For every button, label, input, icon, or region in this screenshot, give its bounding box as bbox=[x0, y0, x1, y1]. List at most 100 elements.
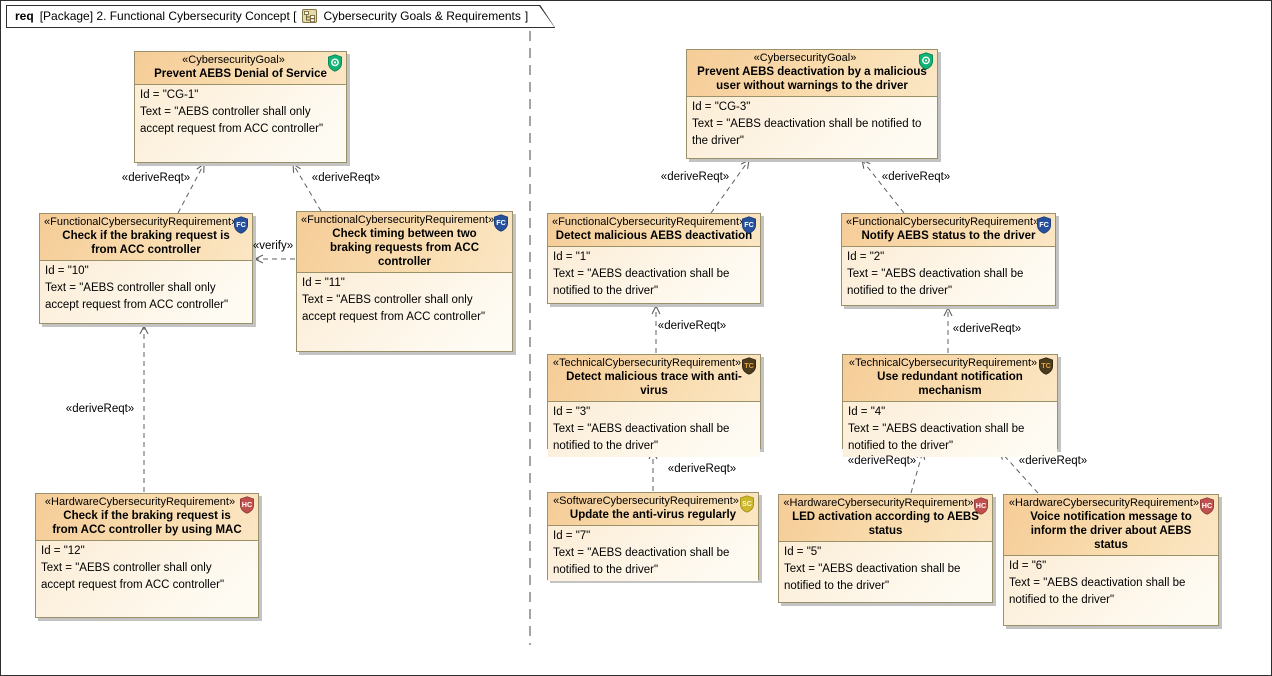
node-title: Detect malicious AEBS deactivation bbox=[555, 230, 753, 242]
node-properties: Id = "12"Text = "AEBS controller shall o… bbox=[36, 540, 258, 617]
node-req-12-check-request-mac[interactable]: «HardwareCybersecurityRequirement» Check … bbox=[35, 493, 259, 618]
edge-label[interactable]: «deriveReqt» bbox=[660, 171, 730, 183]
id-line: Id = "7" bbox=[553, 530, 591, 542]
svg-text:FC: FC bbox=[744, 220, 754, 229]
diagram-icon bbox=[302, 9, 317, 23]
diagram-context-label: [Package] 2. Functional Cybersecurity Co… bbox=[39, 9, 297, 23]
edge-label[interactable]: «deriveReqt» bbox=[667, 463, 737, 475]
node-title: Update the anti-virus regularly bbox=[569, 509, 737, 521]
id-line: Id = "3" bbox=[553, 406, 591, 418]
diagram-kind-label: req bbox=[15, 9, 34, 23]
edge-label[interactable]: «deriveReqt» bbox=[657, 320, 727, 332]
edge-label[interactable]: «deriveReqt» bbox=[1018, 455, 1088, 467]
node-header: «TechnicalCybersecurityRequirement»Detec… bbox=[548, 355, 760, 401]
id-line: Id = "4" bbox=[848, 406, 886, 418]
text-line: Text = "AEBS deactivation shall be notif… bbox=[847, 268, 1024, 297]
stereotype-label: «HardwareCybersecurityRequirement» bbox=[783, 497, 974, 509]
node-req-2-notify-status-to-driver[interactable]: «FunctionalCybersecurityRequirement»Noti… bbox=[841, 213, 1056, 306]
node-title: Prevent AEBS Denial of Service bbox=[154, 68, 327, 80]
node-req-1-detect-malicious-deactivation[interactable]: «FunctionalCybersecurityRequirement»Dete… bbox=[547, 213, 761, 304]
node-header: «FunctionalCybersecurityRequirement»Chec… bbox=[297, 212, 512, 272]
text-line: Text = "AEBS controller shall only accep… bbox=[302, 294, 486, 323]
stereotype-label: «FunctionalCybersecurityRequirement» bbox=[846, 216, 1040, 228]
text-line: Text = "AEBS controller shall only accep… bbox=[140, 106, 324, 135]
node-header: «HardwareCybersecurityRequirement» Check … bbox=[36, 494, 258, 540]
diagram-tab[interactable]: req [Package] 2. Functional Cybersecurit… bbox=[6, 5, 555, 28]
node-header: «CybersecurityGoal»Prevent AEBS deactiva… bbox=[687, 50, 937, 96]
node-req-10-check-request-from-acc[interactable]: «FunctionalCybersecurityRequirement»Chec… bbox=[39, 213, 253, 324]
node-req-4-redundant-notification[interactable]: «TechnicalCybersecurityRequirement»Use r… bbox=[842, 354, 1058, 457]
node-title: LED activation according to AEBS status bbox=[792, 511, 979, 537]
id-line: Id = "11" bbox=[302, 277, 345, 289]
node-properties: Id = "6"Text = "AEBS deactivation shall … bbox=[1004, 555, 1218, 625]
svg-text:SC: SC bbox=[742, 499, 752, 508]
node-req-7-update-antivirus[interactable]: «SoftwareCybersecurityRequirement»Update… bbox=[547, 492, 759, 581]
node-properties: Id = "5"Text = "AEBS deactivation shall … bbox=[779, 541, 992, 602]
edge-deriveReqt[interactable] bbox=[292, 162, 322, 212]
tc-shield-icon: TC bbox=[1038, 357, 1054, 375]
node-title: Check if the braking request is from ACC… bbox=[52, 510, 242, 536]
text-line: Text = "AEBS deactivation shall be notif… bbox=[784, 563, 961, 592]
node-req-3-detect-trace-antivirus[interactable]: «TechnicalCybersecurityRequirement»Detec… bbox=[547, 354, 761, 457]
node-req-11-check-timing[interactable]: «FunctionalCybersecurityRequirement»Chec… bbox=[296, 211, 513, 352]
edge-label[interactable]: «deriveReqt» bbox=[952, 323, 1022, 335]
edge-deriveReqt[interactable] bbox=[177, 162, 205, 214]
node-header: «FunctionalCybersecurityRequirement»Chec… bbox=[40, 214, 252, 260]
stereotype-label: «FunctionalCybersecurityRequirement» bbox=[301, 214, 495, 226]
svg-text:HC: HC bbox=[976, 501, 986, 510]
text-line: Text = "AEBS deactivation shall be notif… bbox=[848, 423, 1025, 452]
svg-text:TC: TC bbox=[1041, 361, 1051, 370]
id-line: Id = "CG-1" bbox=[140, 89, 199, 101]
stereotype-label: «HardwareCybersecurityRequirement» bbox=[44, 496, 236, 508]
text-line: Text = "AEBS deactivation shall be notif… bbox=[553, 423, 730, 452]
node-properties: Id = "CG-3"Text = "AEBS deactivation sha… bbox=[687, 96, 937, 158]
stereotype-label: «CybersecurityGoal» bbox=[182, 54, 285, 66]
node-goal-cg-3[interactable]: «CybersecurityGoal»Prevent AEBS deactiva… bbox=[686, 49, 938, 159]
node-title: Use redundant notification mechanism bbox=[877, 371, 1023, 397]
fc-shield-icon: FC bbox=[493, 214, 509, 232]
diagram-name-label: Cybersecurity Goals & Requirements bbox=[323, 9, 521, 23]
edge-label[interactable]: «deriveReqt» bbox=[847, 455, 917, 467]
hc-shield-icon: HC bbox=[1199, 497, 1215, 515]
hc-shield-icon: HC bbox=[239, 496, 255, 514]
edge-label[interactable]: «deriveReqt» bbox=[121, 172, 191, 184]
goal-shield-icon bbox=[918, 52, 934, 70]
node-header: «TechnicalCybersecurityRequirement»Use r… bbox=[843, 355, 1057, 401]
edge-label[interactable]: «deriveReqt» bbox=[65, 403, 135, 415]
id-line: Id = "2" bbox=[847, 251, 885, 263]
edge-deriveReqt[interactable] bbox=[861, 159, 905, 214]
edge-label[interactable]: «deriveReqt» bbox=[311, 172, 381, 184]
stereotype-label: «HardwareCybersecurityRequirement» bbox=[1008, 497, 1200, 509]
node-properties: Id = "3" Text = "AEBS deactivation shall … bbox=[548, 401, 760, 457]
node-goal-cg-1[interactable]: «CybersecurityGoal» Prevent AEBS Denial o… bbox=[134, 51, 347, 163]
node-properties: Id = "4" Text = "AEBS deactivation shall … bbox=[843, 401, 1057, 457]
edge-label[interactable]: «deriveReqt» bbox=[881, 171, 951, 183]
node-properties: Id = "10"Text = "AEBS controller shall o… bbox=[40, 260, 252, 323]
node-properties: Id = "2" Text = "AEBS deactivation shall … bbox=[842, 246, 1055, 305]
tc-shield-icon: TC bbox=[741, 357, 757, 375]
stereotype-label: «TechnicalCybersecurityRequirement» bbox=[552, 357, 742, 369]
id-line: Id = "12" bbox=[41, 545, 85, 557]
node-header: «HardwareCybersecurityRequirement» LED ac… bbox=[779, 495, 992, 541]
node-header: «HardwareCybersecurityRequirement»Voice … bbox=[1004, 495, 1218, 555]
edge-deriveReqt[interactable] bbox=[710, 159, 750, 214]
edge-deriveReqt[interactable] bbox=[910, 449, 926, 494]
text-line: Text = "AEBS deactivation shall be notif… bbox=[553, 268, 730, 297]
node-properties: Id = "1" Text = "AEBS deactivation shall … bbox=[548, 246, 760, 303]
edge-deriveReqt[interactable] bbox=[999, 450, 1039, 494]
node-header: «CybersecurityGoal» Prevent AEBS Denial o… bbox=[135, 52, 346, 84]
sc-shield-icon: SC bbox=[739, 495, 755, 513]
goal-shield-icon bbox=[327, 54, 343, 72]
node-header: «FunctionalCybersecurityRequirement»Dete… bbox=[548, 214, 760, 246]
node-req-6-voice-notification[interactable]: «HardwareCybersecurityRequirement»Voice … bbox=[1003, 494, 1219, 626]
id-line: Id = "1" bbox=[553, 251, 591, 263]
node-req-5-led-activation[interactable]: «HardwareCybersecurityRequirement» LED ac… bbox=[778, 494, 993, 603]
svg-text:FC: FC bbox=[1039, 220, 1049, 229]
node-header: «FunctionalCybersecurityRequirement»Noti… bbox=[842, 214, 1055, 246]
edge-label[interactable]: «verify» bbox=[252, 240, 294, 252]
svg-text:FC: FC bbox=[496, 218, 506, 227]
stereotype-label: «CybersecurityGoal» bbox=[753, 52, 857, 64]
